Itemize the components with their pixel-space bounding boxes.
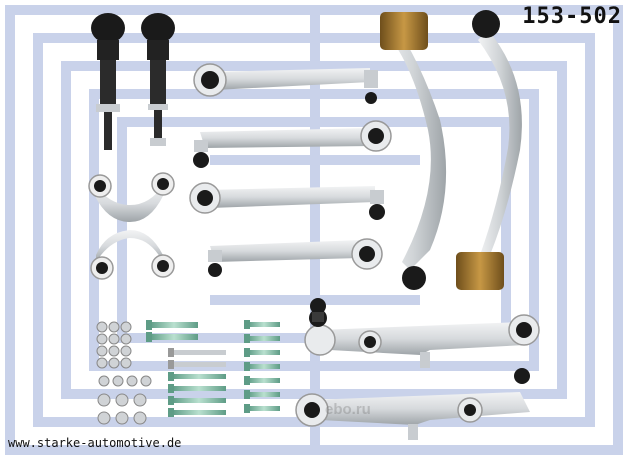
control-arm-icon <box>304 309 540 368</box>
ball-joint-icon <box>310 298 326 322</box>
control-arm-icon <box>189 182 385 220</box>
part-number-label: 153-502 <box>522 4 622 29</box>
tie-rod-end-icon <box>91 13 125 150</box>
control-arm-icon <box>380 12 447 290</box>
faded-watermark-text: ebo.ru <box>325 401 371 418</box>
stabilizer-link-icon <box>90 230 175 280</box>
bolt-icon <box>146 320 280 417</box>
stabilizer-link-icon <box>88 172 175 222</box>
control-arm-icon <box>193 120 392 168</box>
nut-icon <box>96 321 152 425</box>
control-arm-icon <box>193 63 378 104</box>
website-url: www.starke-automotive.de <box>8 436 182 450</box>
control-arm-icon <box>295 368 530 440</box>
control-arm-icon <box>208 238 383 277</box>
control-arm-icon <box>456 10 522 290</box>
tie-rod-end-icon <box>141 13 175 146</box>
